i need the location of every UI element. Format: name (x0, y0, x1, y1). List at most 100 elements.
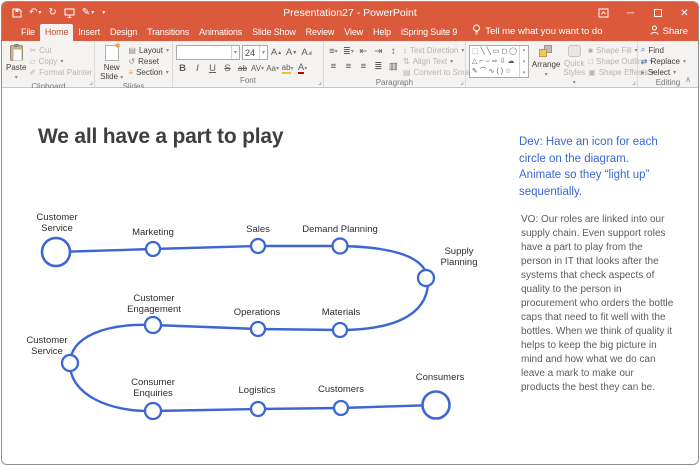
diagram-node-label: Marketing (132, 227, 174, 238)
tab-home[interactable]: Home (39, 24, 74, 41)
align-center-button[interactable]: ≡ (345, 61, 352, 72)
text-direction-icon: ↕ (402, 45, 407, 55)
quick-styles-icon (567, 45, 581, 57)
text-direction-button[interactable]: ↕Text Direction▾ (402, 45, 465, 55)
tab-insert[interactable]: Insert (78, 27, 100, 37)
diagram-node-circle[interactable] (143, 401, 163, 421)
collapse-ribbon-icon[interactable]: ∧ (685, 75, 691, 84)
qat-customize-icon[interactable]: ▾ (102, 10, 106, 16)
tab-animations[interactable]: Animations (199, 27, 243, 37)
share-button[interactable]: Share (650, 25, 688, 38)
tab-slide-show[interactable]: Slide Show (252, 27, 296, 37)
align-left-button[interactable]: ≡ (330, 61, 337, 72)
shape-effects-button[interactable]: ▣Shape Effects▾ (588, 67, 655, 77)
increase-font-button[interactable]: A▲ (270, 47, 283, 58)
shapes-gallery-scrollbar[interactable]: ▴▾▾ (518, 46, 528, 77)
tab-transitions[interactable]: Transitions (147, 27, 190, 37)
format-painter-button[interactable]: ✐Format Painter (29, 67, 93, 77)
font-name-combo[interactable]: ▾ (176, 45, 240, 60)
italic-button[interactable]: I (196, 63, 199, 74)
strikethrough-button[interactable]: S (224, 63, 231, 74)
line-spacing-button[interactable]: ↕ (391, 46, 396, 57)
font-dialog-launcher-icon[interactable]: ⌟ (318, 77, 322, 86)
highlight-color-button[interactable]: ab▾ (281, 62, 294, 74)
arrange-button[interactable]: Arrange▾ (532, 43, 560, 78)
layout-icon: ▤ (128, 45, 136, 55)
reset-button[interactable]: ↺Reset (128, 56, 159, 66)
copy-button[interactable]: ▱Copy▾ (29, 56, 64, 66)
diagram-node-label: Materials (321, 307, 361, 318)
tab-review[interactable]: Review (305, 27, 335, 37)
diagram-node-circle[interactable] (331, 237, 349, 255)
cut-button[interactable]: ✂Cut (29, 45, 52, 55)
paste-button[interactable]: Paste ▾ (6, 43, 26, 81)
font-color-button[interactable]: A▾ (297, 61, 308, 75)
section-button[interactable]: ≡Section▾ (128, 67, 169, 77)
layout-button[interactable]: ▤Layout▾ (128, 45, 169, 55)
tab-help[interactable]: Help (373, 27, 391, 37)
start-slideshow-icon[interactable] (64, 8, 75, 18)
dev-note-text[interactable]: Dev: Have an icon for each circle on the… (519, 136, 658, 199)
diagram-node-circle[interactable] (421, 390, 451, 420)
diagram-node-circle[interactable] (143, 315, 163, 335)
diagram-node-circle[interactable] (40, 236, 72, 268)
select-button[interactable]: ▸Select▾ (640, 67, 677, 77)
ink-icon[interactable]: ✎▾ (81, 7, 95, 18)
clipboard-dialog-launcher-icon[interactable]: ⌟ (89, 77, 93, 86)
undo-icon[interactable]: ↶▾ (29, 7, 42, 18)
tellme-search[interactable]: Tell me what you want to do (472, 24, 602, 41)
find-button[interactable]: ⌕Find (640, 45, 664, 55)
shape-fill-button[interactable]: ■Shape Fill▾ (588, 45, 638, 55)
diagram-node-circle[interactable] (144, 240, 162, 258)
diagram-node-circle[interactable] (416, 268, 436, 288)
tab-design[interactable]: Design (109, 27, 138, 37)
tab-ispring-suite-9[interactable]: iSpring Suite 9 (400, 27, 458, 37)
maximize-button[interactable] (644, 2, 671, 24)
clipboard-icon (9, 44, 23, 61)
character-spacing-button[interactable]: AV▾ (251, 64, 265, 73)
text-shadow-button[interactable]: ab (238, 64, 247, 73)
font-group-label: Font (239, 76, 256, 85)
diagram-node-circle[interactable] (249, 237, 267, 255)
diagram-node-label: Customers (318, 384, 364, 395)
slide-title[interactable]: We all have a part to play (38, 125, 284, 148)
close-button[interactable]: ✕ (680, 7, 689, 19)
bold-button[interactable]: B (179, 63, 186, 74)
smartart-icon: ▤ (402, 67, 411, 77)
shape-outline-button[interactable]: □Shape Outline▾ (588, 56, 653, 66)
redo-icon[interactable]: ↻ (48, 7, 57, 18)
tab-file[interactable]: File (21, 27, 35, 37)
diagram-node-label: Demand Planning (302, 224, 378, 235)
tab-view[interactable]: View (344, 27, 364, 37)
paragraph-dialog-launcher-icon[interactable]: ⌟ (460, 77, 464, 86)
diagram-node-circle[interactable] (249, 320, 267, 338)
slide-canvas[interactable]: We all have a part to play Dev: Have an … (2, 88, 698, 464)
underline-button[interactable]: U (209, 63, 216, 74)
bullets-button[interactable]: ≡▾ (329, 46, 338, 57)
decrease-indent-button[interactable]: ⇤ (359, 46, 368, 57)
increase-indent-button[interactable]: ⇥ (374, 46, 383, 57)
justify-button[interactable]: ≣ (374, 61, 383, 72)
align-text-button[interactable]: ⇅Align Text▾ (402, 56, 454, 66)
change-case-button[interactable]: Aa▾ (266, 64, 279, 73)
diagram-node-circle[interactable] (331, 321, 349, 339)
diagram-node-circle[interactable] (249, 400, 267, 418)
diagram-node-circle[interactable] (332, 399, 350, 417)
align-right-button[interactable]: ≡ (360, 61, 367, 72)
ribbon-display-options-button[interactable] (590, 2, 617, 24)
drawing-dialog-launcher-icon[interactable]: ⌟ (632, 77, 636, 86)
clear-formatting-button[interactable]: A◢ (301, 47, 312, 58)
shapes-gallery[interactable]: ⬚ ╲ ╲ ▭ ◻ ◯ △ ⌐ ⌣ ⇨ ⇩ ☁ ✎ ⌒ ∿ ( ) ☆ ▴▾▾ (468, 45, 529, 78)
brush-icon: ✐ (29, 67, 37, 77)
columns-button[interactable]: ▥ (388, 61, 398, 72)
font-size-combo[interactable]: 24▾ (242, 45, 268, 60)
diagram-node-circle[interactable] (60, 353, 80, 373)
numbering-button[interactable]: ≣▾ (342, 46, 354, 57)
decrease-font-button[interactable]: A▼ (285, 47, 298, 58)
save-icon[interactable] (12, 8, 22, 18)
vo-narration-text[interactable]: VO: Our roles are linked into our supply… (521, 214, 674, 393)
replace-button[interactable]: ⇄Replace▾ (640, 56, 686, 66)
minimize-button[interactable]: ─ (626, 7, 635, 19)
